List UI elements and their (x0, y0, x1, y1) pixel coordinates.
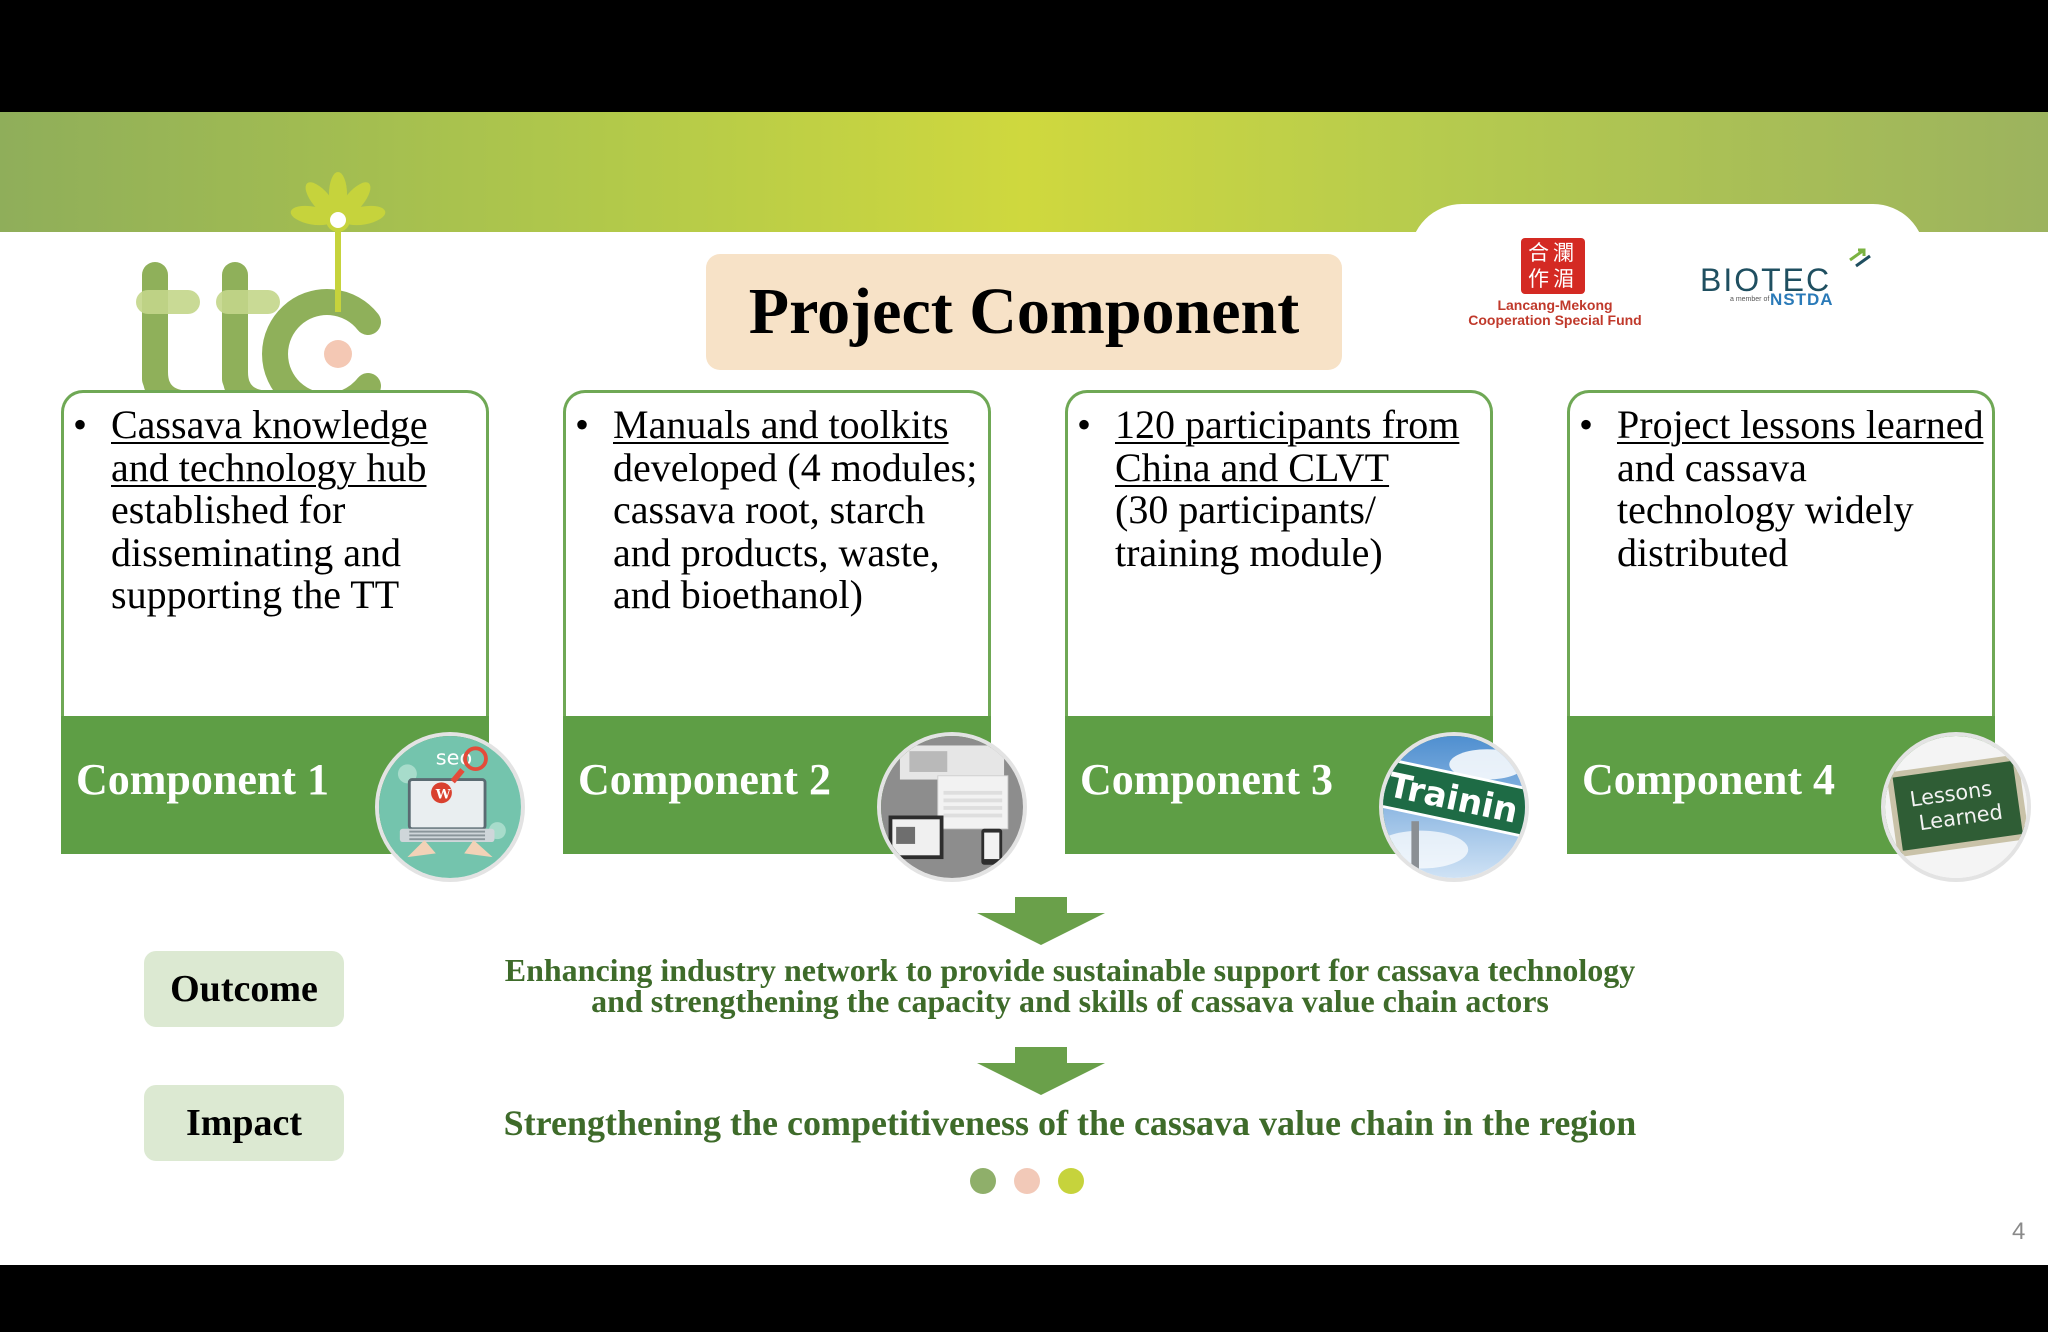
outcome-line-2: and strengthening the capacity and skill… (591, 983, 1549, 1019)
component-label: Component 4 (1582, 755, 1836, 804)
letterbox-bottom (0, 1265, 2048, 1332)
biotec-wordmark: BIOTEC (1700, 262, 1832, 298)
ttc-logo (130, 172, 390, 419)
component-label: Component 3 (1080, 755, 1334, 804)
page-title: Project Component (748, 275, 1300, 348)
component-description: 120 participants from China and CLVT (30… (1115, 402, 1487, 575)
component-card-body (61, 390, 489, 716)
dot-lime (1058, 1168, 1084, 1194)
component-description-rest: developed (4 modules; cassava root, star… (613, 444, 978, 617)
seo-laptop-icon: W seo (375, 732, 525, 882)
component-description: Manuals and toolkits developed (4 module… (613, 402, 985, 617)
bullet-icon: • (73, 402, 88, 447)
letterbox-top (0, 0, 2048, 112)
component-card-1: • Cassava knowledge and technology hub e… (61, 390, 525, 882)
impact-label: Impact (185, 1102, 303, 1144)
component-card-2: • Manuals and toolkits developed (4 modu… (563, 390, 1027, 882)
dot-green (970, 1168, 996, 1194)
page-number: 4 (2012, 1218, 2026, 1245)
component-card-body (563, 390, 991, 716)
down-arrow-icon (977, 1047, 1105, 1095)
component-description: Project lessons learned and cassava tech… (1617, 402, 1989, 575)
component-description-rest: (30 participants/ training module) (1115, 487, 1383, 575)
component-card-body (1065, 390, 1493, 716)
training-sign-icon: Trainin (1379, 732, 1529, 882)
component-description: Cassava knowledge and technology hub est… (111, 402, 483, 617)
biotec-member-text: a member of (1730, 296, 1770, 303)
lancang-mekong-line1: Lancang-Mekong (1497, 297, 1613, 313)
down-arrow-icon (977, 897, 1105, 945)
lancang-mekong-line2: Cooperation Special Fund (1468, 312, 1642, 328)
bullet-icon: • (1077, 402, 1092, 447)
component-label: Component 2 (578, 755, 832, 804)
outcome-statement: Enhancing industry network to provide su… (420, 952, 1720, 1019)
devices-icon (877, 732, 1027, 882)
component-description-highlight: Manuals and toolkits (613, 402, 949, 447)
component-description-highlight: Cassava knowledge and technology hub (111, 402, 428, 490)
component-description-highlight: 120 participants from China and CLVT (1115, 402, 1460, 490)
bullet-icon: • (1579, 402, 1594, 447)
biotec-logo: BIOTEC a member of NSTDA (1700, 240, 1880, 320)
outcome-label: Outcome (170, 968, 318, 1010)
outcome-line-1: Enhancing industry network to provide su… (504, 952, 1636, 988)
title-box: Project Component (706, 254, 1342, 370)
slide: Project Component 合瀾 作湄 Lancang-Mekong C… (0, 112, 2048, 1265)
lancang-mekong-logo: 合瀾 作湄 Lancang-Mekong Cooperation Special… (1455, 238, 1655, 348)
svg-text:W: W (435, 787, 452, 802)
lancang-mekong-text: Lancang-Mekong Cooperation Special Fund (1455, 298, 1655, 328)
impact-statement: Strengthening the competitiveness of the… (503, 1103, 1637, 1143)
bullet-icon: • (575, 402, 590, 447)
component-card-3: • 120 participants from China and CLVT (… (1065, 390, 1529, 882)
component-description-highlight: Project lessons learned (1617, 402, 1984, 447)
component-description-rest: established for disseminating and suppor… (111, 487, 401, 617)
component-description-rest: and cassava technology widely distribute… (1617, 444, 1914, 575)
dot-peach (1014, 1168, 1040, 1194)
lessons-learned-icon: Lessons Learned (1881, 732, 2031, 882)
component-card-body (1567, 390, 1995, 716)
outcome-tag: Outcome (144, 951, 344, 1027)
impact-tag: Impact (144, 1085, 344, 1161)
lancang-mekong-seal: 合瀾 作湄 (1521, 238, 1585, 294)
decorative-dots (970, 1168, 1086, 1194)
component-card-4: • Project lessons learned and cassava te… (1567, 390, 2031, 882)
partner-logo-tab (1410, 204, 1925, 324)
component-label: Component 1 (76, 755, 330, 804)
nstda-wordmark: NSTDA (1770, 290, 1834, 309)
biotec-arrow-icon (1849, 248, 1871, 268)
